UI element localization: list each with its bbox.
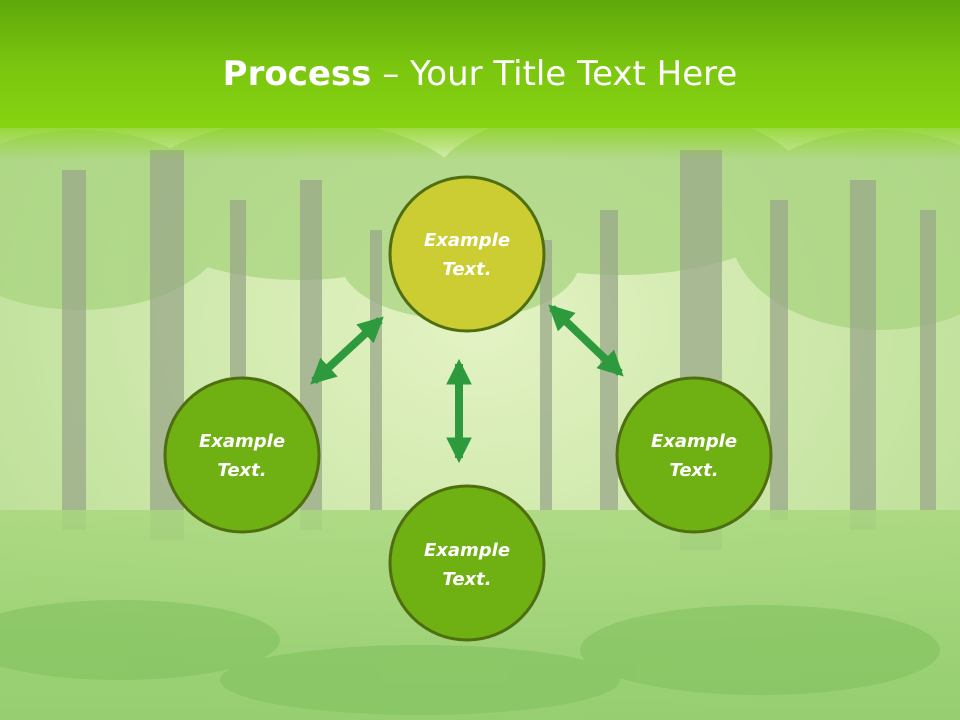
node-bottom-line1: Example <box>424 540 510 561</box>
node-right-circle <box>615 376 773 534</box>
title-bold-part: Process <box>222 54 372 94</box>
node-right-line1: Example <box>651 431 737 452</box>
node-top: Example Text. <box>388 175 546 333</box>
title-rest-part: Your Title Text Here <box>410 54 738 94</box>
node-left-line1: Example <box>199 431 285 452</box>
title-bar-fade <box>0 120 960 160</box>
node-right: Example Text. <box>615 376 773 534</box>
title-separator: – <box>371 54 411 94</box>
node-bottom-line2: Text. <box>442 569 491 590</box>
slide-title: Process – Your Title Text Here <box>0 52 960 96</box>
node-left-circle <box>163 376 321 534</box>
node-left: Example Text. <box>163 376 321 534</box>
title-bar <box>0 0 960 128</box>
arrow-top-right <box>548 304 624 377</box>
node-top-line1: Example <box>424 230 510 251</box>
node-bottom: Example Text. <box>388 484 546 642</box>
node-top-circle <box>388 175 546 333</box>
node-bottom-circle <box>388 484 546 642</box>
arrow-top-left <box>310 316 384 385</box>
node-left-line2: Text. <box>217 460 266 481</box>
node-top-line2: Text. <box>442 259 491 280</box>
node-right-line2: Text. <box>669 460 718 481</box>
